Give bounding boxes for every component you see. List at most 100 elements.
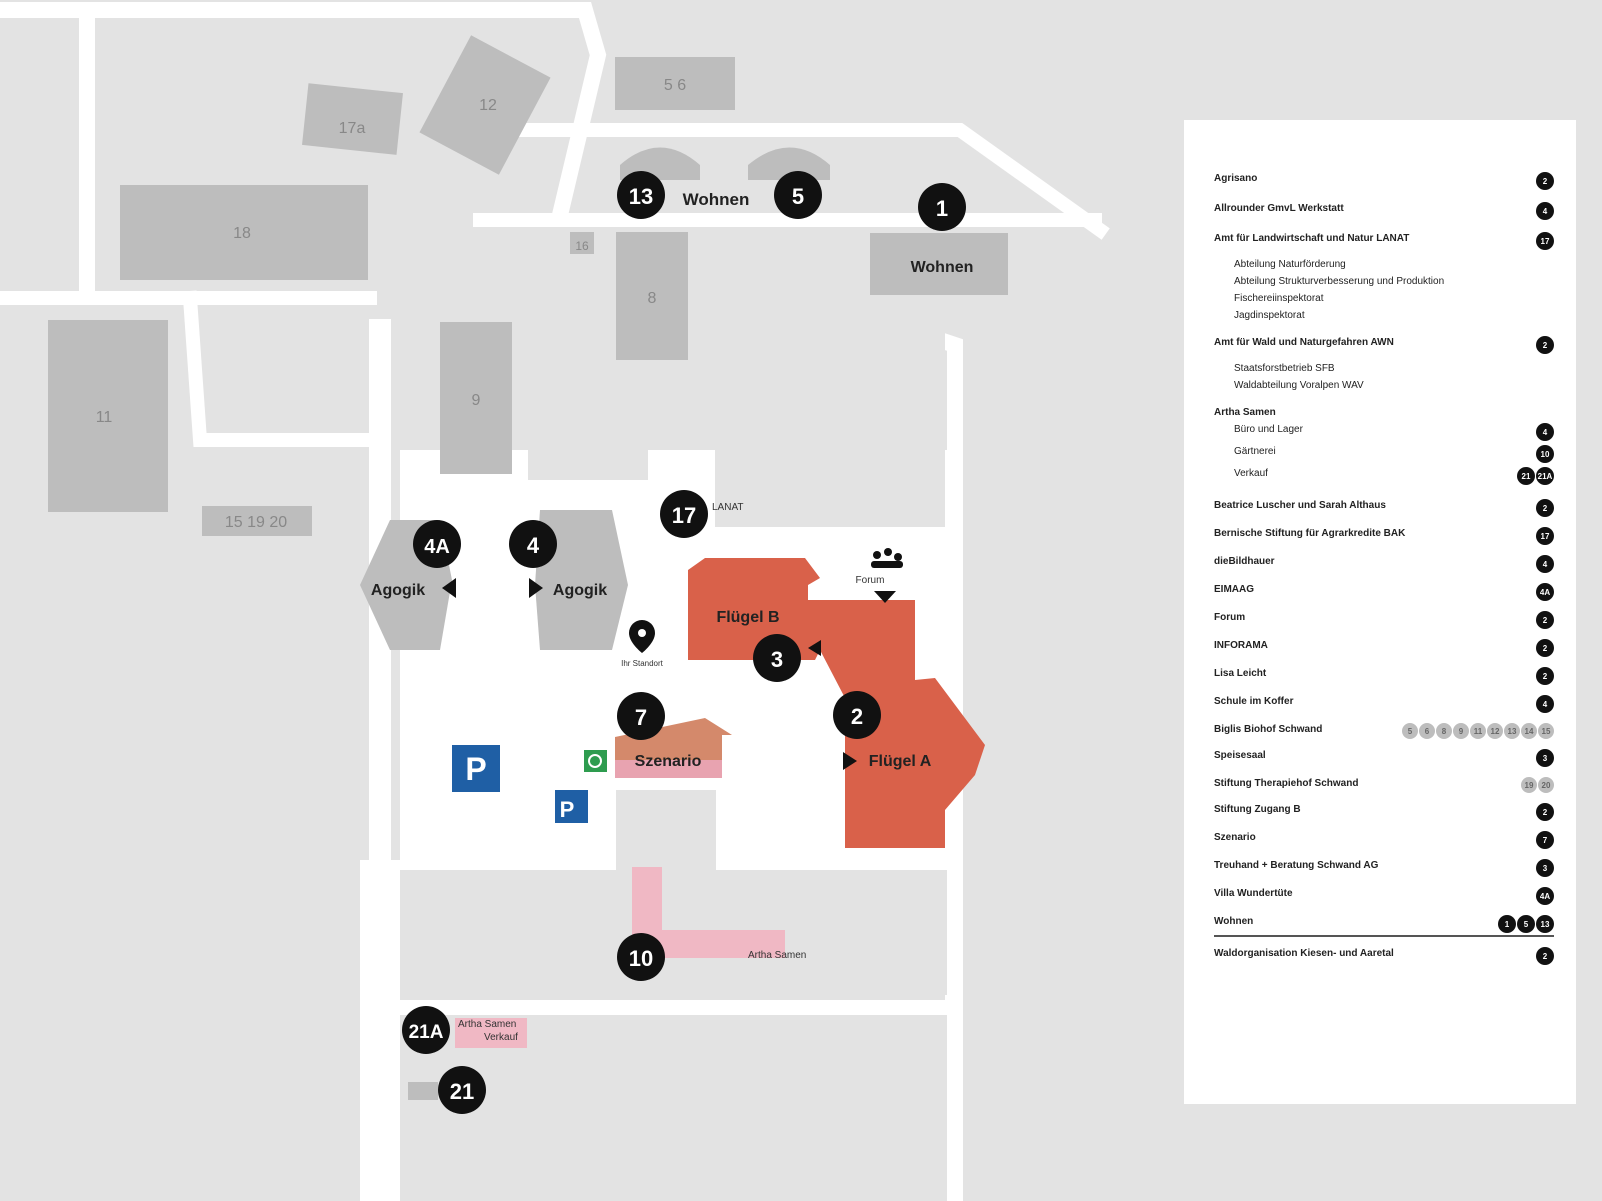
svg-text:4: 4 — [527, 533, 540, 558]
location-badge-grey: 8 — [1436, 723, 1452, 739]
building-label-5-6: 5 6 — [664, 77, 686, 94]
legend-row[interactable]: Staatsforstbetrieb SFB — [1214, 362, 1554, 375]
building-label-8: 8 — [648, 290, 657, 307]
legend-label: Waldabteilung Voralpen WAV — [1234, 380, 1364, 391]
marker-7[interactable]: 7 — [617, 692, 665, 740]
legend-row[interactable]: Beatrice Luscher und Sarah Althaus 2 — [1214, 499, 1554, 517]
marker-21[interactable]: 21 — [438, 1066, 486, 1114]
entrance-arrow-icon — [529, 578, 543, 598]
building-label-16: 16 — [575, 239, 589, 253]
parking-disabled-sign: P — [555, 790, 588, 823]
entrance-arrow-icon — [808, 640, 821, 656]
location-badge-grey: 15 — [1538, 723, 1554, 739]
label-forum: Forum — [856, 575, 885, 586]
legend-label: Büro und Lager — [1234, 424, 1303, 435]
legend-label: Staatsforstbetrieb SFB — [1234, 363, 1335, 374]
legend-badges: 3 — [1536, 859, 1554, 877]
location-badge: 3 — [1536, 859, 1554, 877]
legend-row[interactable]: Artha Samen — [1214, 406, 1554, 419]
location-badge: 2 — [1536, 611, 1554, 629]
marker-2[interactable]: 2 — [833, 691, 881, 739]
svg-text:21: 21 — [450, 1079, 474, 1104]
legend-label: Jagdinspektorat — [1234, 310, 1305, 321]
label-szenario: Szenario — [635, 753, 702, 770]
marker-5[interactable]: 5 — [774, 171, 822, 219]
legend-badges: 17 — [1536, 527, 1554, 545]
legend-badges: 4A — [1536, 887, 1554, 905]
marker-3[interactable]: 3 — [753, 634, 801, 682]
legend-label: Beatrice Luscher und Sarah Althaus — [1214, 500, 1386, 511]
building-label-12: 12 — [479, 97, 497, 114]
location-badge: 4A — [1536, 887, 1554, 905]
legend-row[interactable]: Abteilung Strukturverbesserung und Produ… — [1214, 275, 1554, 288]
label-artha-samen: Artha Samen — [748, 950, 806, 961]
legend-row[interactable]: Waldabteilung Voralpen WAV — [1214, 379, 1554, 392]
legend-label: Stiftung Zugang B — [1214, 804, 1301, 815]
location-badge: 2 — [1536, 667, 1554, 685]
location-badge: 7 — [1536, 831, 1554, 849]
location-badge: 2 — [1536, 803, 1554, 821]
legend-badges: 7 — [1536, 831, 1554, 849]
svg-text:10: 10 — [629, 946, 653, 971]
location-badge: 21A — [1536, 467, 1554, 485]
building-artha-samen[interactable] — [632, 867, 785, 958]
marker-13[interactable]: 13 — [617, 171, 665, 219]
legend-label: Artha Samen — [1214, 407, 1276, 418]
location-badge: 2 — [1536, 172, 1554, 190]
location-badge: 17 — [1536, 527, 1554, 545]
legend-label: Amt für Wald und Naturgefahren AWN — [1214, 337, 1394, 348]
legend-row[interactable]: Fischereiinspektorat — [1214, 292, 1554, 305]
legend-row[interactable]: Abteilung Naturförderung — [1214, 258, 1554, 271]
marker-21a[interactable]: 21A — [402, 1006, 450, 1054]
legend-label: Wohnen — [1214, 916, 1254, 927]
building-label-18: 18 — [233, 225, 251, 242]
legend-row[interactable]: Stiftung Zugang B 2 — [1214, 803, 1554, 821]
label-wohnen-right: Wohnen — [911, 259, 974, 276]
location-badge: 4 — [1536, 695, 1554, 713]
marker-4a[interactable]: 4A — [413, 520, 461, 568]
legend-badges: 2 — [1536, 499, 1554, 517]
marker-4[interactable]: 4 — [509, 520, 557, 568]
svg-text:17: 17 — [672, 503, 696, 528]
legend-badges: 2 — [1536, 667, 1554, 685]
marker-17[interactable]: 17 — [660, 490, 708, 538]
svg-text:P: P — [560, 797, 575, 822]
legend-row[interactable]: Amt für Wald und Naturgefahren AWN 2 — [1214, 336, 1554, 354]
marker-10[interactable]: 10 — [617, 933, 665, 981]
label-artha-samen-verkauf-1: Artha Samen — [458, 1019, 516, 1030]
building-label-11: 11 — [96, 409, 113, 426]
location-badge: 2 — [1536, 947, 1554, 965]
legend-badges: 2 — [1536, 947, 1554, 965]
location-badge: 2 — [1536, 336, 1554, 354]
label-fluegel-b: Flügel B — [716, 609, 779, 626]
legend-row[interactable]: Jagdinspektorat — [1214, 309, 1554, 322]
building-fluegel-b[interactable] — [688, 558, 985, 848]
marker-1[interactable]: 1 — [918, 183, 966, 231]
legend-badges: 2 — [1536, 172, 1554, 190]
legend-badges: 10 — [1536, 445, 1554, 463]
legend-label: Amt für Landwirtschaft und Natur LANAT — [1214, 233, 1410, 244]
legend-badges: 2 — [1536, 611, 1554, 629]
